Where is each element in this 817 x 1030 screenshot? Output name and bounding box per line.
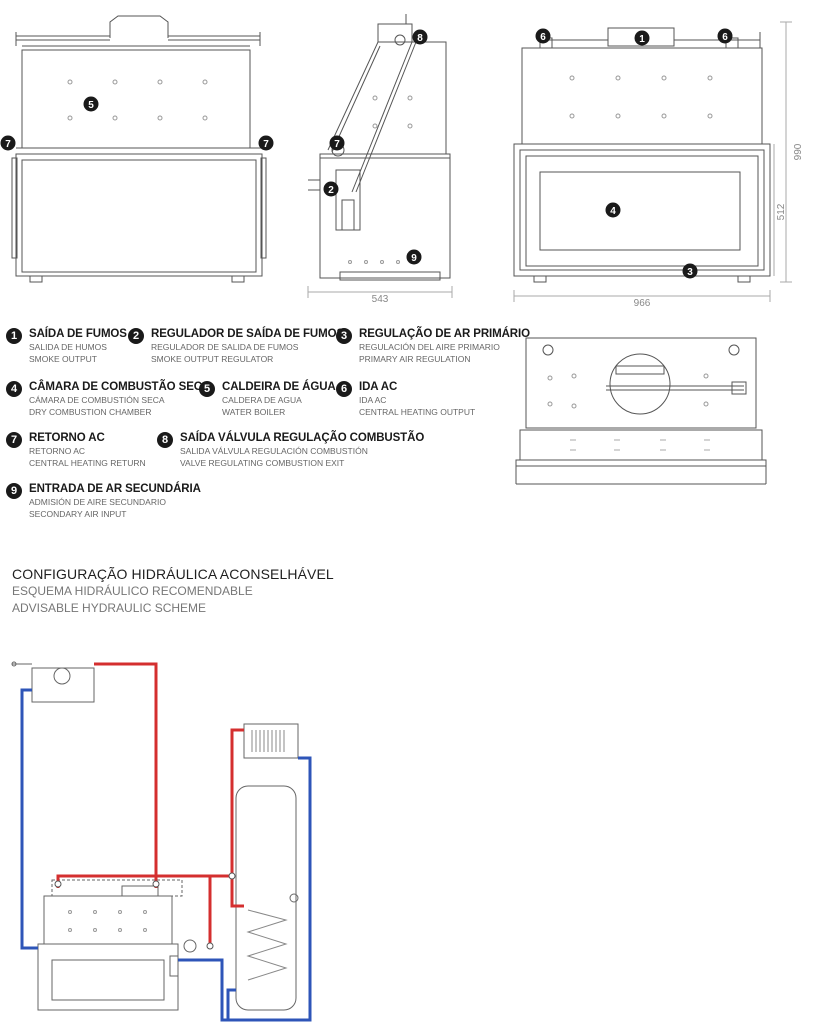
callout-9-side: 9: [411, 253, 417, 264]
legend-en-3: PRIMARY AIR REGULATION: [359, 354, 471, 364]
callout-7-front-right: 7: [263, 139, 269, 150]
legend-title-9: ENTRADA DE AR SECUNDÁRIA: [29, 483, 201, 495]
legend-en-1: SMOKE OUTPUT: [29, 354, 98, 364]
front-glass-view: [513, 21, 792, 302]
callout-7-front-left: 7: [5, 139, 11, 150]
legend-title-1: SAÍDA DE FUMOS: [29, 328, 127, 340]
side-view: [307, 14, 453, 298]
callouts: 5 7 7 8 7 2 9 6 1 6 4 3: [0, 28, 733, 279]
legend-en-5: WATER BOILER: [222, 407, 286, 417]
legend-title-7: RETORNO AC: [29, 432, 105, 444]
legend-badge-5: 5: [199, 381, 215, 397]
dim-glass-height: 512: [776, 203, 787, 220]
legend-en-4: DRY COMBUSTION CHAMBER: [29, 407, 152, 417]
legend-en-9: SECONDARY AIR INPUT: [29, 509, 127, 519]
legend-title-2: REGULADOR DE SAÍDA DE FUMOS: [151, 328, 345, 340]
legend-title-8: SAÍDA VÁLVULA REGULAÇÃO COMBUSTÃO: [180, 432, 425, 444]
legend-badge-3: 3: [336, 328, 352, 344]
hydraulic-scheme: [11, 661, 312, 1022]
legend-es-7: RETORNO AC: [29, 446, 86, 456]
legend-en-7: CENTRAL HEATING RETURN: [29, 458, 146, 468]
callout-1-glass: 1: [639, 34, 645, 45]
legend-en-6: CENTRAL HEATING OUTPUT: [359, 407, 476, 417]
legend-es-5: CALDERA DE AGUA: [222, 395, 302, 405]
legend-badge-6: 6: [336, 381, 352, 397]
legend-badge-4: 4: [6, 381, 22, 397]
callout-3-glass: 3: [687, 267, 693, 278]
legend-title-4: CÂMARA DE COMBUSTÃO SECA: [29, 381, 211, 393]
callout-6-right: 6: [722, 32, 728, 43]
dim-front-width: 966: [634, 298, 651, 309]
callout-6-left: 6: [540, 32, 546, 43]
legend-en-8: VALVE REGULATING COMBUSTION EXIT: [180, 458, 345, 468]
callout-7-side: 7: [334, 139, 340, 150]
hydraulic-title: CONFIGURAÇÃO HIDRÁULICA ACONSELHÁVEL: [12, 566, 334, 582]
legend-es-4: CÁMARA DE COMBUSTIÓN SECA: [29, 395, 165, 405]
legend-title-3: REGULAÇÃO DE AR PRIMÁRIO: [359, 328, 530, 340]
hydraulic-subtitle-es: ESQUEMA HIDRÁULICO RECOMENDABLE: [12, 584, 253, 598]
dim-side-depth: 543: [372, 294, 389, 305]
callout-2-side: 2: [328, 185, 334, 196]
legend-badge-9: 9: [6, 483, 22, 499]
legend-title-5: CALDEIRA DE ÁGUA: [222, 381, 336, 393]
legend-en-2: SMOKE OUTPUT REGULATOR: [151, 354, 274, 364]
legend-badge-7: 7: [6, 432, 22, 448]
legend-badge-2: 2: [128, 328, 144, 344]
legend-es-9: ADMISIÓN DE AIRE SECUNDARIO: [29, 497, 166, 507]
callout-5-front: 5: [88, 100, 94, 111]
top-view: [515, 337, 767, 485]
legend-es-3: REGULACIÓN DEL AIRE PRIMARIO: [359, 342, 500, 352]
legend-badge-8: 8: [157, 432, 173, 448]
legend-es-1: SALIDA DE HUMOS: [29, 342, 107, 352]
callout-8-side: 8: [417, 33, 423, 44]
legend-es-8: SALIDA VÁLVULA REGULACIÓN COMBUSTIÓN: [180, 446, 368, 456]
legend-es-2: REGULADOR DE SALIDA DE FUMOS: [151, 342, 299, 352]
hydraulic-subtitle-en: ADVISABLE HYDRAULIC SCHEME: [12, 601, 207, 615]
legend-es-6: IDA AC: [359, 395, 387, 405]
front-view: [11, 15, 267, 283]
dim-total-height: 990: [793, 143, 804, 160]
legend-title-6: IDA AC: [359, 381, 398, 393]
callout-4-glass: 4: [610, 206, 616, 217]
legend-badge-1: 1: [6, 328, 22, 344]
